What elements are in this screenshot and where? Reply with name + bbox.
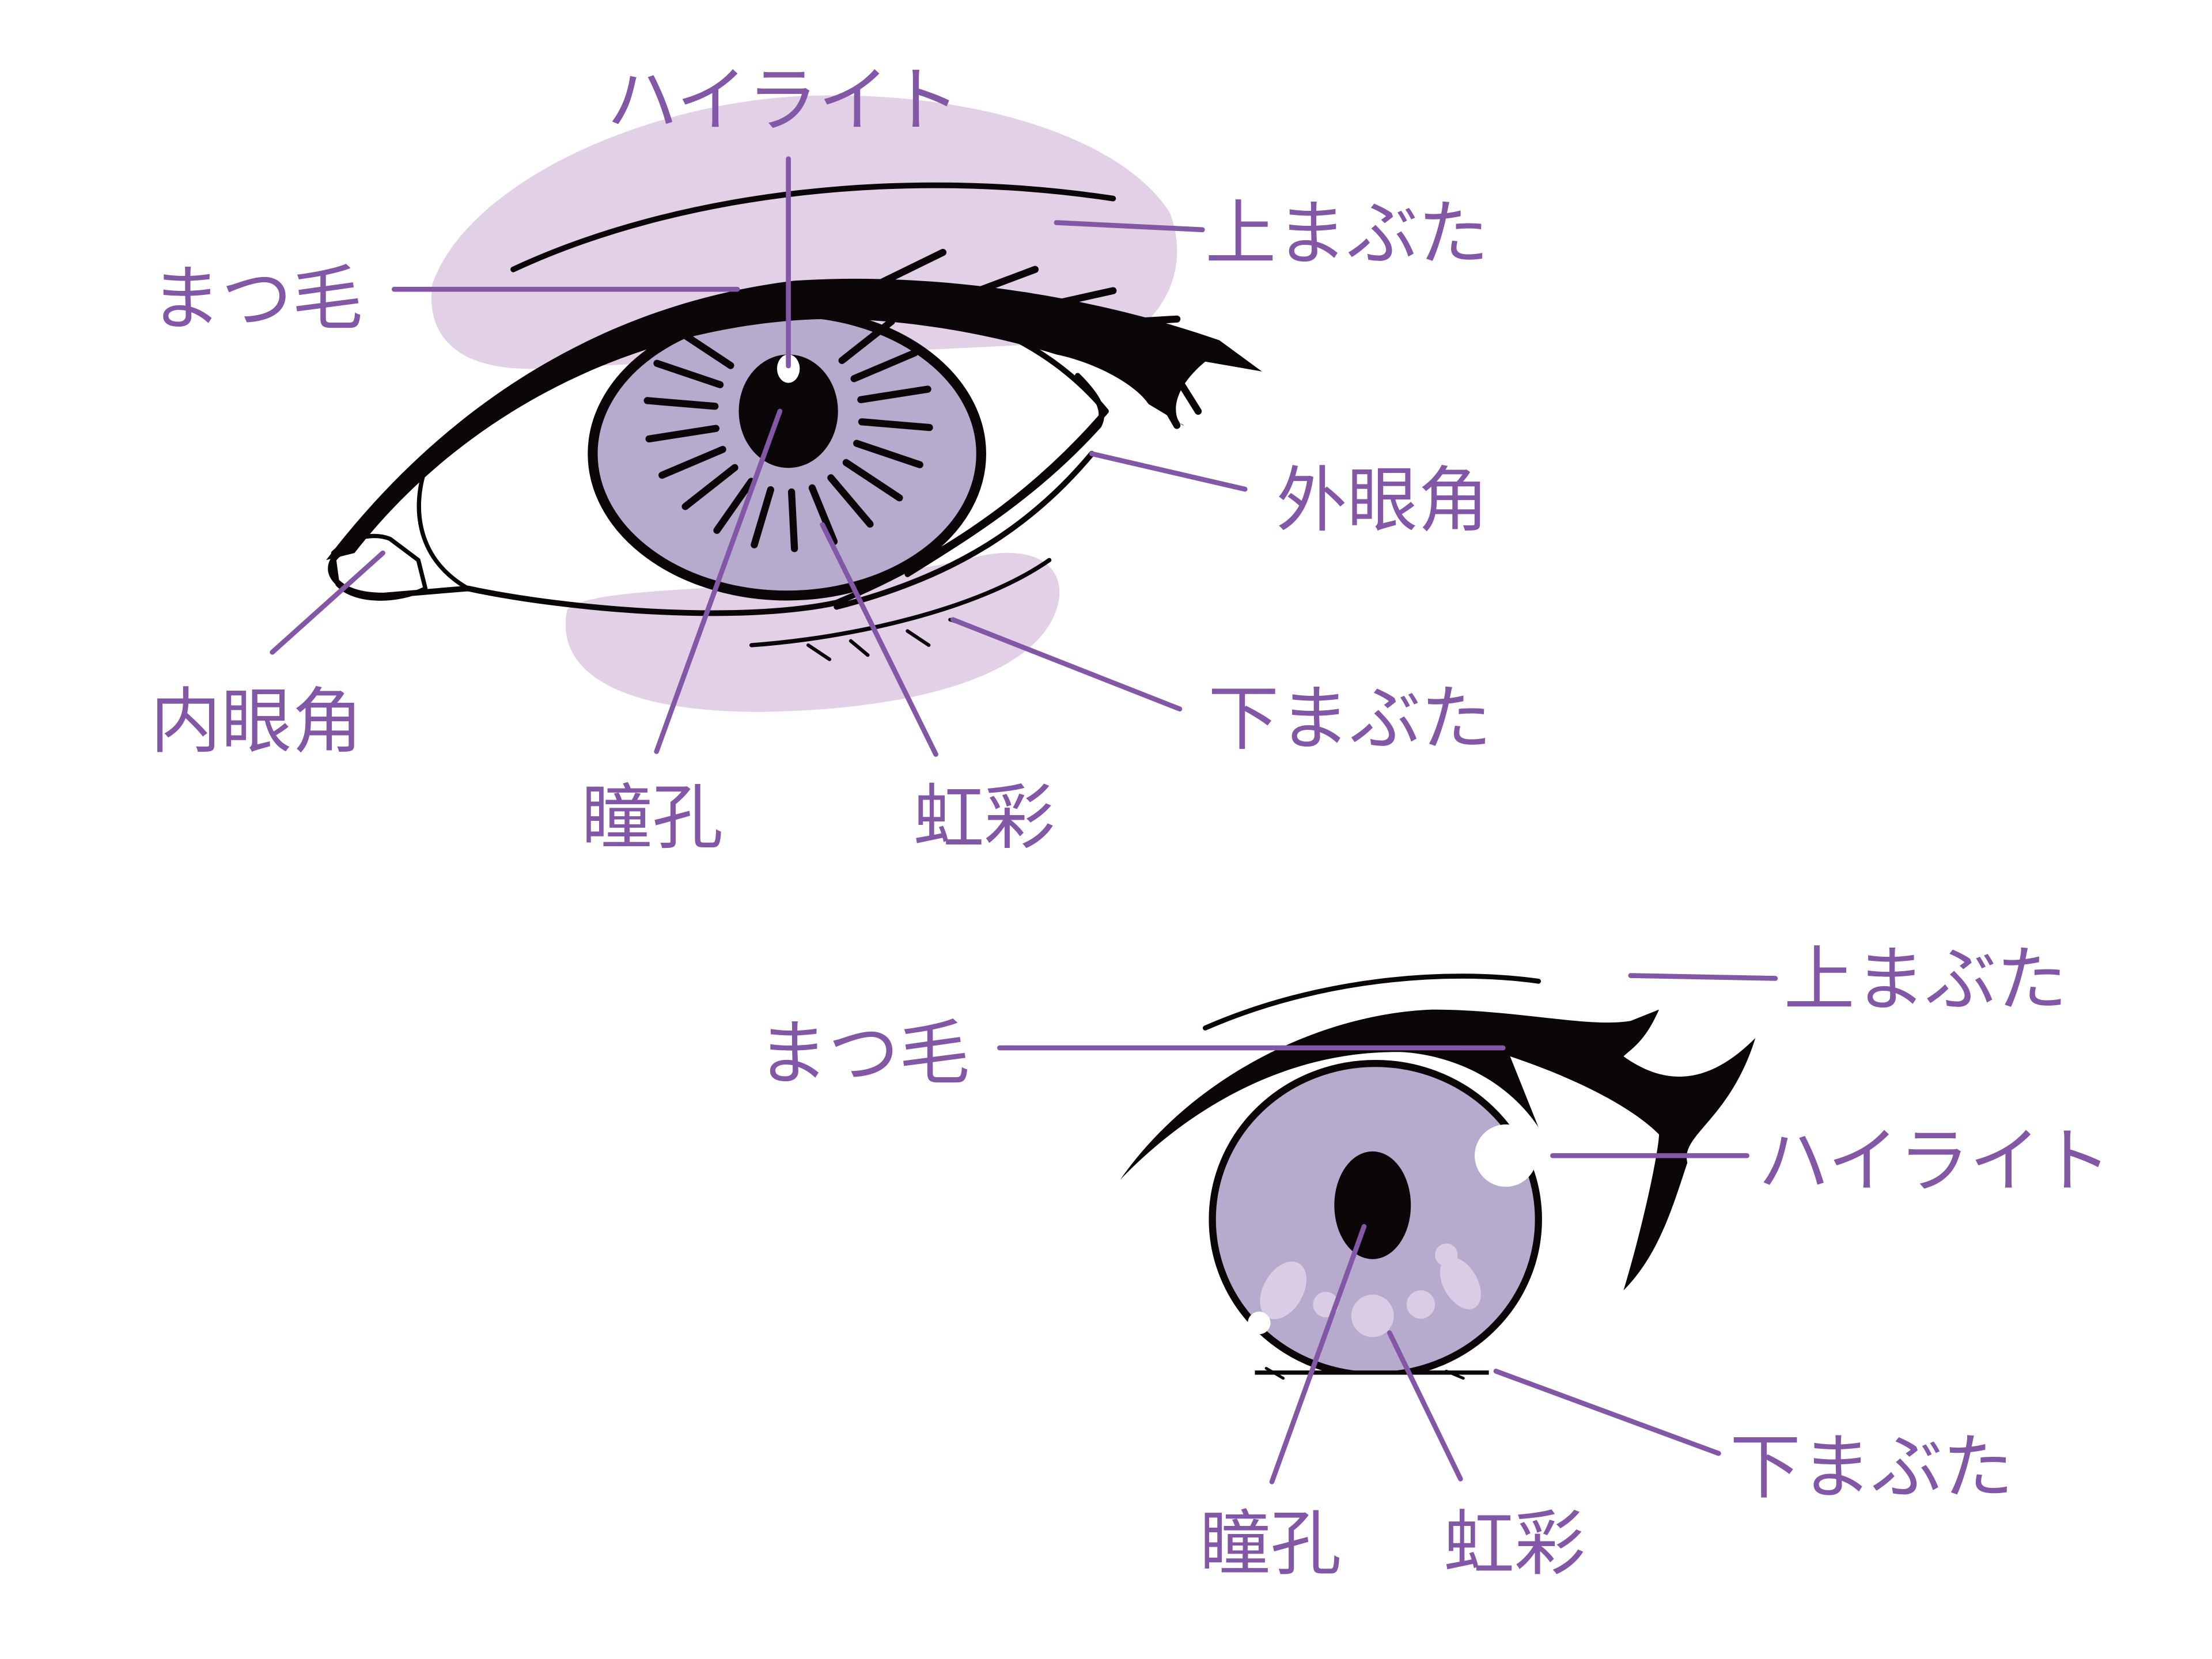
anime-lower-lashes — [1264, 1366, 1465, 1380]
anime-pupil-shape — [1334, 1151, 1411, 1259]
realistic-eye: ハイライト 上まぶた まつ毛 外眼角 内眼角 下まぶた 瞳孔 虹彩 — [150, 60, 1492, 860]
iris-ray — [653, 359, 724, 389]
anime-label-lower-eyelid: 下まぶた — [1730, 1427, 2013, 1509]
iris-ray — [850, 349, 919, 382]
anime-label-upper-eyelid: 上まぶた — [1784, 939, 2067, 1021]
anime-highlight-small — [1248, 1311, 1271, 1335]
iris-ray — [643, 397, 719, 410]
iris-ray — [658, 446, 726, 479]
anime-label-eyelashes: まつ毛 — [757, 1013, 969, 1095]
inner-line — [416, 465, 471, 591]
label-iris: 虹彩 — [913, 777, 1055, 859]
highlight-dot — [777, 354, 800, 383]
pupil-shape — [738, 354, 838, 468]
leader-lines — [270, 156, 1248, 757]
anime-lash-line — [1120, 1009, 1756, 1290]
iris-ray — [645, 425, 719, 443]
anime-leader-lines — [997, 973, 1778, 1484]
label-highlight: ハイライト — [607, 60, 960, 142]
iris-reflections — [1260, 1243, 1481, 1338]
iris-ray — [713, 478, 755, 534]
upper-lashes — [876, 249, 1209, 429]
lower-lid-line — [834, 450, 1095, 610]
outer-corner-fold — [904, 373, 1105, 577]
anime-highlight-large — [1475, 1124, 1537, 1187]
anime-crease — [1203, 974, 1541, 1031]
lower-lashes — [806, 618, 978, 661]
iris-ray — [842, 459, 903, 502]
anime-label-pupil: 瞳孔 — [1199, 1503, 1341, 1585]
label-inner-corner: 内眼角 — [150, 681, 363, 763]
iris-rays — [643, 318, 933, 552]
iris-ray — [681, 464, 738, 510]
label-eyelashes: まつ毛 — [150, 258, 363, 340]
eyelid-crease — [510, 182, 1116, 272]
iris-ray — [853, 440, 923, 468]
label-lower-eyelid: 下まぶた — [1208, 678, 1491, 760]
anime-label-iris: 虹彩 — [1444, 1503, 1585, 1585]
anime-iris-cut — [1205, 1372, 1546, 1401]
lower-lash-line — [749, 558, 1052, 647]
iris-ray — [751, 486, 774, 548]
iris-ray — [858, 418, 933, 431]
anime-eye: 上まぶた まつ毛 ハイライト 下まぶた 瞳孔 虹彩 — [757, 939, 2111, 1586]
label-outer-corner: 外眼角 — [1276, 460, 1488, 542]
label-pupil: 瞳孔 — [581, 777, 723, 859]
iris-ray — [808, 484, 838, 546]
label-upper-eyelid: 上まぶた — [1205, 193, 1488, 275]
iris-ray — [787, 488, 798, 552]
lower-eyelid-shading — [565, 552, 1060, 712]
iris-ray — [827, 474, 874, 528]
iris-ray — [857, 385, 931, 403]
iris-ray — [838, 318, 895, 364]
anime-label-highlight: ハイライト — [1758, 1120, 2111, 1203]
